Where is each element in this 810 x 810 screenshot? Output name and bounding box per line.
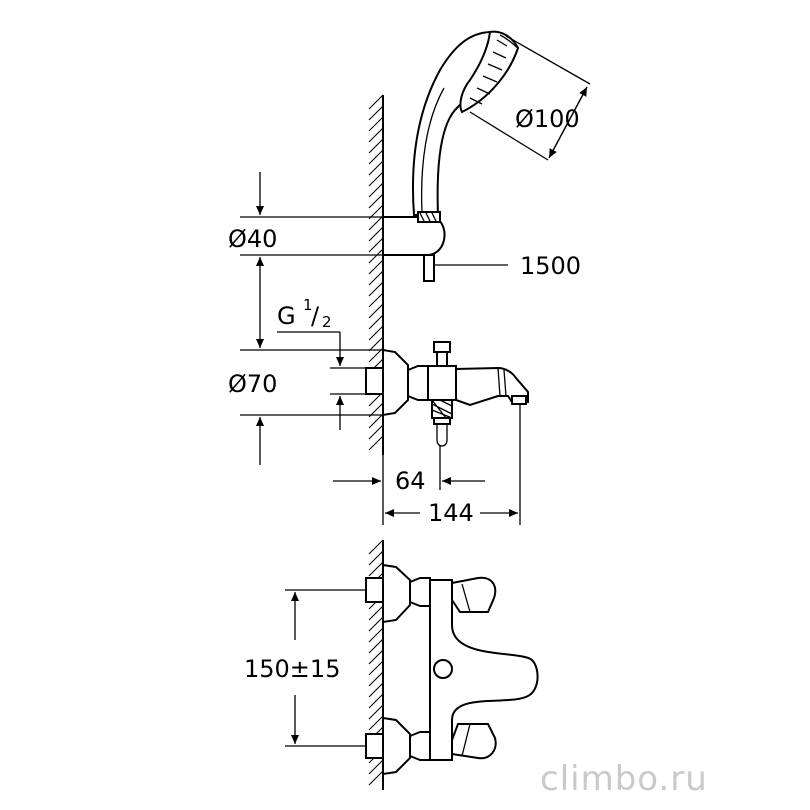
wall-hatch-line bbox=[368, 435, 384, 451]
wall-hatch-line bbox=[368, 281, 384, 297]
wall-hatch-line bbox=[368, 682, 384, 698]
label-holder-diameter: Ø40 bbox=[228, 225, 277, 253]
wall-hatch-line bbox=[368, 325, 384, 341]
label-thread-slash: / bbox=[311, 302, 320, 330]
wall-hatch-line bbox=[368, 160, 384, 176]
wall-hatch-line bbox=[368, 248, 384, 264]
dim-flange-diameter bbox=[240, 300, 383, 465]
wall-hatch-line bbox=[368, 336, 384, 352]
wall-hatch-line bbox=[368, 138, 384, 154]
wall-hatch-line bbox=[368, 605, 384, 621]
wall-hatch-line bbox=[368, 259, 384, 275]
dim-center-distance bbox=[285, 589, 366, 747]
wall-hatch-line bbox=[368, 292, 384, 308]
wall-hatch-line bbox=[368, 226, 384, 242]
shower-holder bbox=[382, 211, 508, 282]
wall-hatch-line bbox=[368, 127, 384, 143]
wall-hatch-line bbox=[368, 693, 384, 709]
wall-hatch-line bbox=[368, 550, 384, 566]
wall-hatch-line bbox=[368, 314, 384, 330]
wall-hatch-line bbox=[368, 660, 384, 676]
label-flange-diameter: Ø70 bbox=[228, 370, 277, 398]
label-shower-head-diameter: Ø100 bbox=[515, 105, 580, 133]
wall-upper bbox=[368, 94, 384, 455]
label-thread-den: 2 bbox=[322, 313, 332, 331]
label-projection-inner: 64 bbox=[395, 467, 426, 495]
wall-hatch-line bbox=[368, 424, 384, 440]
wall-hatch-line bbox=[368, 770, 384, 786]
wall-hatch-line bbox=[368, 759, 384, 775]
wall-hatch-line bbox=[368, 105, 384, 121]
wall-hatch-line bbox=[368, 193, 384, 209]
mixer-side-view bbox=[365, 341, 529, 447]
wall-hatch-line bbox=[368, 149, 384, 165]
wall-hatch-line bbox=[368, 237, 384, 253]
hand-shower bbox=[412, 30, 520, 216]
dim-holder-diameter bbox=[240, 172, 383, 300]
wall-hatch-line bbox=[368, 616, 384, 632]
wall-hatch-line bbox=[368, 715, 384, 731]
mixer-front-view bbox=[365, 563, 539, 776]
wall-hatch-line bbox=[368, 270, 384, 286]
wall-hatch-line bbox=[368, 671, 384, 687]
wall-hatch-line bbox=[368, 303, 384, 319]
wall-hatch-line bbox=[368, 182, 384, 198]
label-center-distance: 150±15 bbox=[244, 655, 340, 683]
wall-hatch-line bbox=[368, 171, 384, 187]
wall-hatch-line bbox=[368, 116, 384, 132]
wall-hatch-line bbox=[368, 413, 384, 429]
dim-shower-head bbox=[469, 35, 591, 161]
wall-hatch-line bbox=[368, 94, 384, 110]
watermark: climbo.ru bbox=[540, 759, 708, 799]
wall-hatch-line bbox=[368, 649, 384, 665]
wall-hatch-line bbox=[368, 561, 384, 577]
wall-hatch-line bbox=[368, 539, 384, 555]
wall-hatch-line bbox=[368, 627, 384, 643]
label-thread: G 1 / 2 bbox=[277, 296, 332, 331]
wall-hatch-line bbox=[368, 704, 384, 720]
wall-hatch-line bbox=[368, 638, 384, 654]
label-thread-g: G bbox=[277, 302, 296, 330]
label-thread-num: 1 bbox=[303, 296, 313, 314]
wall-hatch-line bbox=[368, 215, 384, 231]
label-projection-total: 144 bbox=[428, 499, 474, 527]
dim-projection bbox=[333, 404, 521, 525]
label-hose-length: 1500 bbox=[520, 252, 581, 280]
dim-thread bbox=[277, 331, 366, 430]
